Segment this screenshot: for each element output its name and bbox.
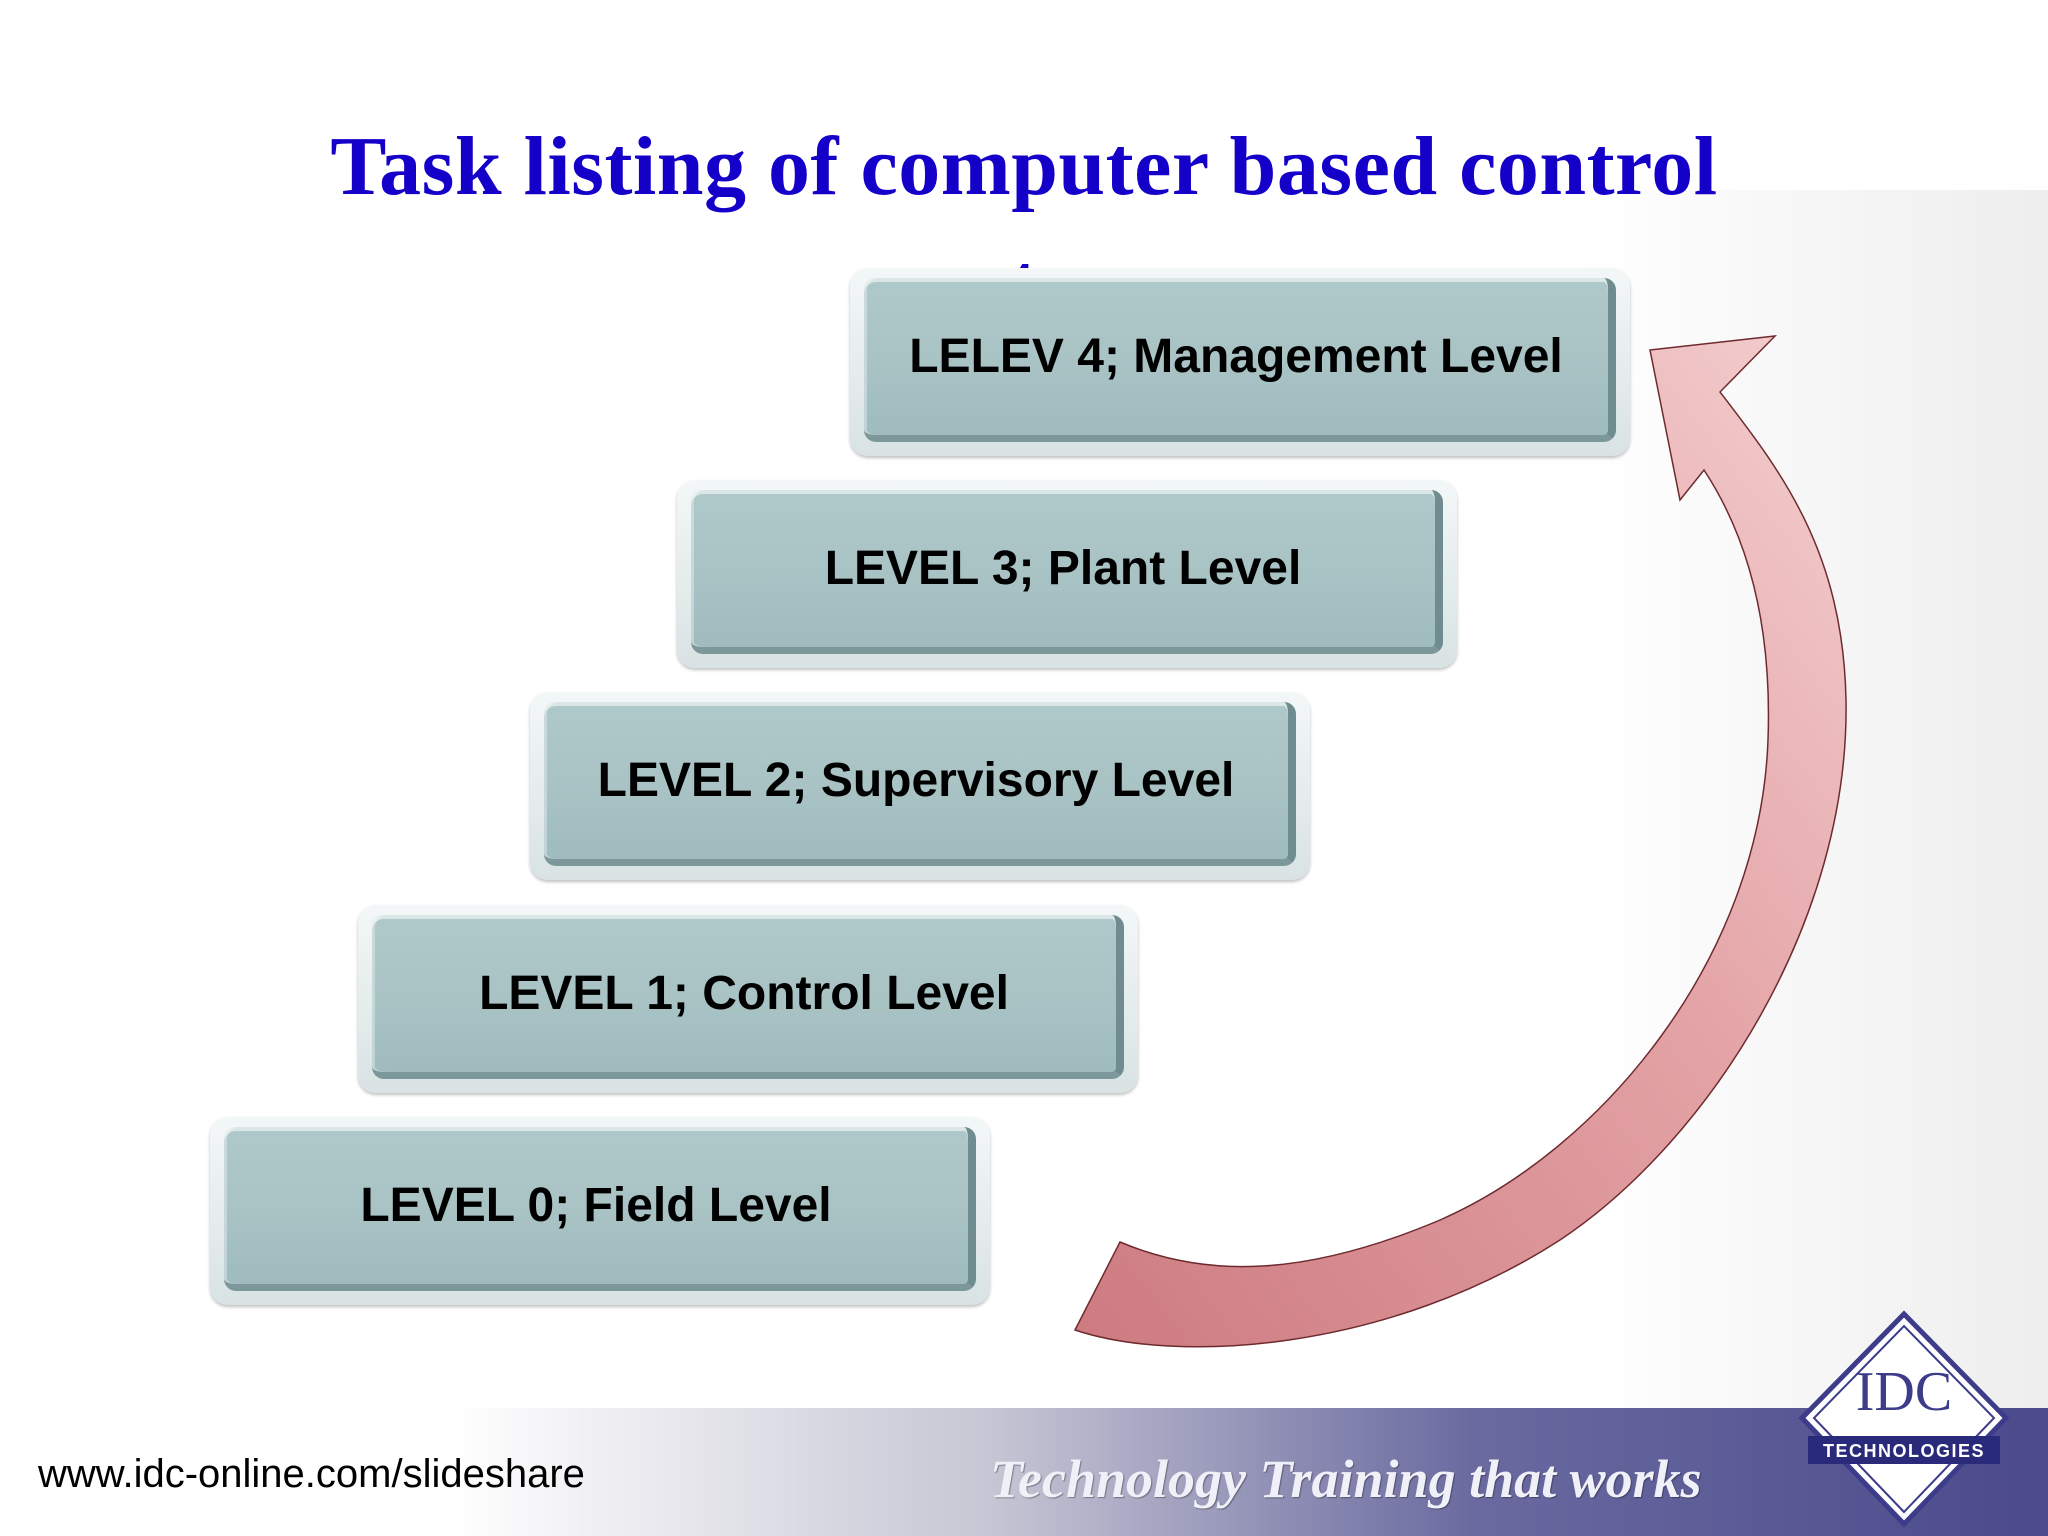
level-1-block: LEVEL 1; Control Level [358,905,1138,1093]
footer-tagline: Technology Training that works [990,1449,1702,1509]
level-0-block: LEVEL 0; Field Level [210,1117,990,1305]
level-2-block: LEVEL 2; Supervisory Level [530,692,1310,880]
idc-logo-icon: IDC TECHNOLOGIES [1798,1310,2010,1528]
slide-title: Task listing of computer based control s… [330,120,1718,278]
level-2-label: LEVEL 2; Supervisory Level [597,754,1235,807]
level-4-block: LELEV 4; Management Level [850,268,1630,456]
level-3-label: LEVEL 3; Plant Level [824,542,1302,595]
curved-arrow-icon [1073,335,1847,1348]
level-4-label: LELEV 4; Management Level [909,330,1563,383]
logo-name: IDC [1856,1361,1952,1423]
footer-band [0,1408,2048,1536]
level-0-label: LEVEL 0; Field Level [360,1179,832,1232]
level-3-block: LEVEL 3; Plant Level [677,480,1457,668]
logo-subtitle: TECHNOLOGIES [1823,1441,1985,1461]
footer-url-link[interactable]: www.idc-online.com/slideshare [38,1452,585,1496]
level-1-label: LEVEL 1; Control Level [479,967,1009,1020]
